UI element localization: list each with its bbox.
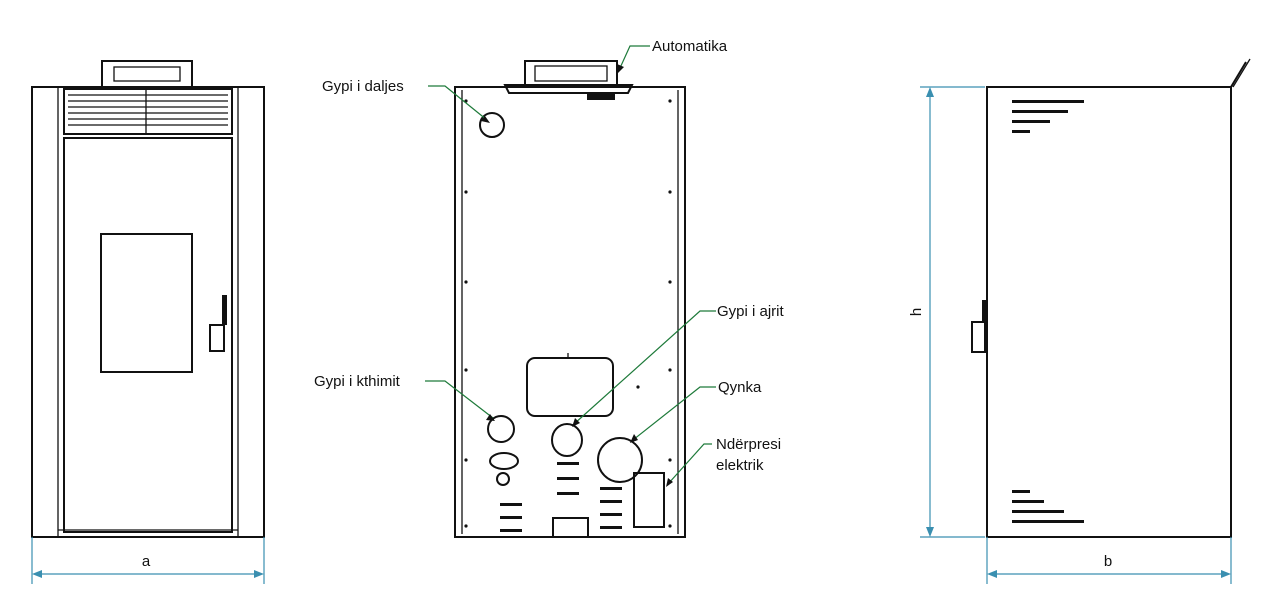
label-automatika: Automatika xyxy=(652,38,728,55)
label-gypi-ajrit: Gypi i ajrit xyxy=(717,303,785,320)
front-glass-window xyxy=(100,233,193,373)
automatika-unit xyxy=(587,93,615,100)
front-left-panel xyxy=(31,86,59,538)
dimension-a-label: a xyxy=(142,553,151,570)
front-body xyxy=(31,86,265,538)
back-body xyxy=(454,86,686,538)
label-nderpresi-line1: Ndërpresi xyxy=(716,436,781,453)
side-handle xyxy=(971,321,986,353)
qynka-pipe xyxy=(597,437,643,483)
leader-nderpresi xyxy=(667,443,712,485)
front-door xyxy=(63,137,233,533)
front-right-panel xyxy=(237,86,265,538)
front-view xyxy=(31,60,265,538)
bottom-notch xyxy=(552,517,589,537)
label-gypi-daljes: Gypi i daljes xyxy=(322,78,404,95)
side-body xyxy=(986,86,1232,538)
vent-slots xyxy=(500,462,622,532)
side-top-vents xyxy=(1012,100,1084,133)
label-nderpresi-line2: elektrik xyxy=(716,457,764,474)
return-pipe xyxy=(487,415,515,443)
exhaust-pipe xyxy=(479,112,505,138)
leader-automatika xyxy=(619,45,650,69)
dimension-b-label: b xyxy=(1104,553,1112,570)
leader-qynka xyxy=(632,386,716,441)
back-labels: Automatika Gypi i daljes Gypi i ajrit Gy… xyxy=(314,38,785,487)
dimension-a: a xyxy=(31,537,265,584)
label-gypi-kthimit: Gypi i kthimit xyxy=(314,373,401,390)
leader-gypi-ajrit xyxy=(573,310,716,425)
electric-switch xyxy=(633,472,665,528)
leader-gypi-daljes xyxy=(428,85,488,121)
front-top-handle-inner xyxy=(113,66,181,82)
label-qynka: Qynka xyxy=(718,379,762,396)
front-grill xyxy=(63,88,233,135)
dimension-h-label: h xyxy=(908,308,925,316)
leader-gypi-kthimit xyxy=(425,380,494,419)
dimension-h: h xyxy=(908,86,985,538)
back-top-flange xyxy=(503,84,634,94)
side-top-pipe xyxy=(1230,61,1247,88)
side-view xyxy=(971,58,1251,538)
side-bottom-vents xyxy=(1012,490,1084,523)
back-view xyxy=(454,60,686,538)
air-pipe xyxy=(551,423,583,457)
grill-slots xyxy=(68,90,228,133)
dimension-b: b xyxy=(986,537,1232,584)
door-handle xyxy=(209,324,225,352)
access-panel xyxy=(526,357,614,417)
front-top-handle xyxy=(101,60,193,88)
